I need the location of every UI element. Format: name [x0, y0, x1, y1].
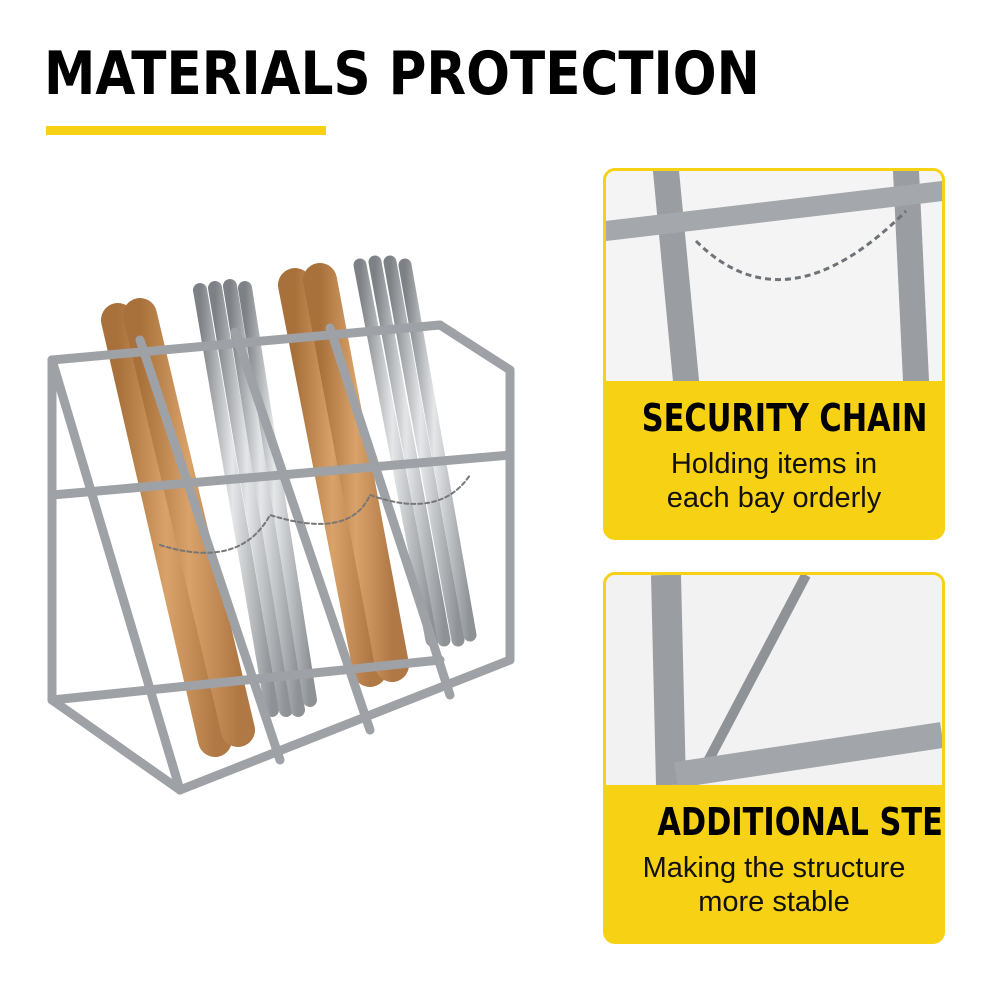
- feature-card-additional-steel-rod: ADDITIONAL STEEL ROD Making the structur…: [603, 572, 945, 944]
- feature-description-line: Making the structure: [642, 852, 906, 884]
- page-title: MATERIALS PROTECTION: [44, 39, 760, 109]
- feature-description: Making the structure more stable: [606, 851, 942, 919]
- feature-description: Holding items in each bay orderly: [606, 447, 942, 515]
- feature-title: SECURITY CHAIN: [641, 396, 928, 440]
- chain-icon: [606, 171, 942, 381]
- feature-card-security-chain: SECURITY CHAIN Holding items in each bay…: [603, 168, 945, 540]
- security-chain-photo: [606, 171, 942, 381]
- security-chain-caption: SECURITY CHAIN Holding items in each bay…: [606, 381, 942, 537]
- feature-title: ADDITIONAL STEEL ROD: [657, 800, 943, 844]
- steel-rod-icon: [606, 575, 942, 785]
- title-underline: [46, 126, 326, 135]
- steel-rod-photo: [606, 575, 942, 785]
- steel-rod-caption: ADDITIONAL STEEL ROD Making the structur…: [606, 785, 942, 941]
- feature-description-line: more stable: [698, 886, 850, 918]
- rack-illustration: [47, 255, 515, 795]
- feature-description-line: each bay orderly: [666, 482, 882, 514]
- feature-description-line: Holding items in: [670, 448, 878, 480]
